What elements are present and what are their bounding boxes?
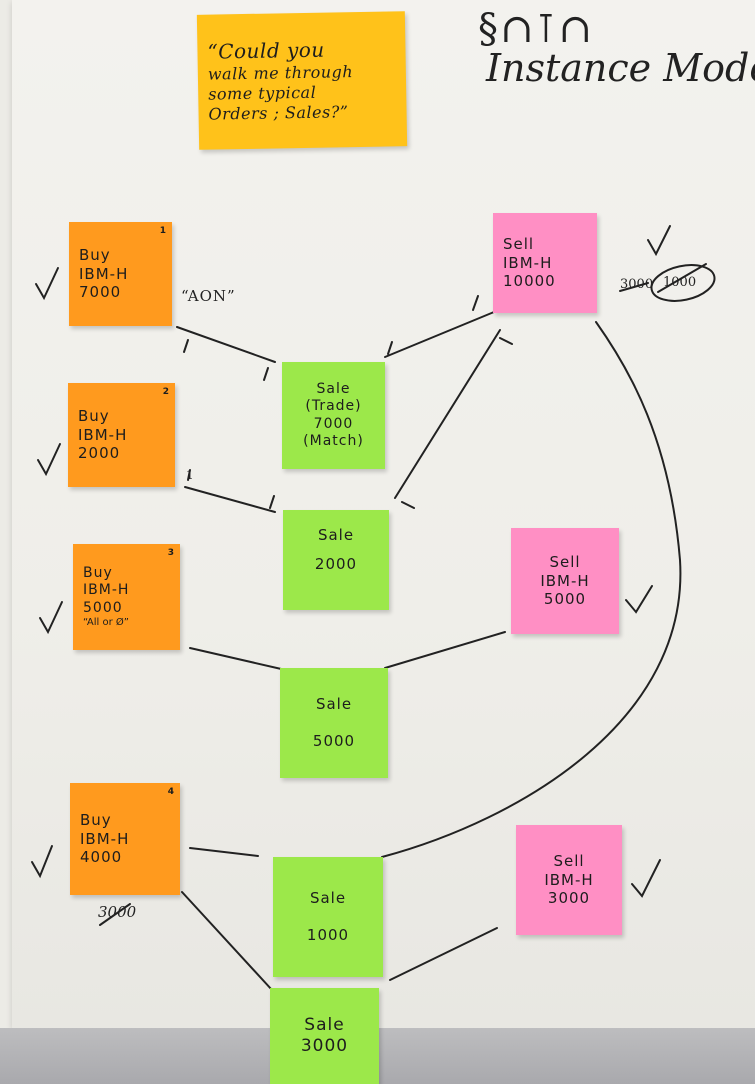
line-sell1-sale2 <box>394 329 501 499</box>
line-sell1-sale1 <box>384 311 495 358</box>
sell-note-line: Sell <box>553 851 585 870</box>
buy-note-line: Buy <box>83 564 113 581</box>
sale-note-line: 5000 <box>312 732 356 750</box>
strike-mark <box>657 263 707 293</box>
sell-note: Sell IBM-H 10000 <box>493 213 597 313</box>
line-buy4-sale4 <box>189 847 259 857</box>
question-line: Orders ; Sales?” <box>208 102 349 124</box>
tick-mark <box>263 367 269 381</box>
title-scribble: §∩⊺∩ <box>478 6 594 52</box>
check-mark <box>647 225 671 257</box>
line-sell3-sale5 <box>389 927 498 981</box>
check-mark <box>37 443 61 477</box>
buy-note: 1 Buy IBM-H 7000 <box>69 222 172 326</box>
buy-note-line: IBM-H <box>78 425 128 444</box>
sell-note-line: IBM-H <box>503 253 553 272</box>
sell-note-line: Sell <box>503 234 535 253</box>
tick-mark <box>187 469 191 481</box>
buy-note-line: 7000 <box>79 283 122 302</box>
question-line: some typical <box>208 82 317 104</box>
sale-note-line: 3000 <box>300 1036 349 1056</box>
buy-note-number: 2 <box>162 387 169 397</box>
aon-label: “AON” <box>181 287 236 305</box>
sell-note-line: IBM-H <box>540 571 590 590</box>
buy-note: 2 Buy IBM-H 2000 <box>68 383 175 487</box>
buy-note-number: 4 <box>167 787 174 797</box>
sale-note-line: 1000 <box>306 926 350 944</box>
buy-note-line: Buy <box>80 810 112 829</box>
buy-note-line: 2000 <box>78 444 121 463</box>
sale-note-line: Sale <box>317 526 355 544</box>
tick-mark <box>499 337 513 345</box>
check-mark <box>31 845 53 879</box>
remaining-quantity: 3000 <box>620 277 654 292</box>
multiplicity-label: 1 <box>186 468 194 482</box>
tick-mark <box>183 339 189 353</box>
buy-note-number: 1 <box>159 226 166 236</box>
sell-note-line: 10000 <box>503 272 556 291</box>
question-line: walk me through <box>207 62 354 84</box>
buy-note-line: Buy <box>79 245 111 264</box>
title-text: Instance Model <box>486 46 755 90</box>
sale-note-line: (Trade) <box>305 398 362 414</box>
tick-mark <box>472 295 479 311</box>
line-buy3-sale3 <box>189 647 291 672</box>
sale-note: Sale 3000 <box>270 988 379 1084</box>
buy-note-line: 5000 <box>83 599 123 616</box>
buy-note-line: IBM-H <box>80 829 130 848</box>
strike-mark <box>99 903 131 926</box>
question-note: “Could you walk me through some typical … <box>196 11 408 150</box>
sell-note: Sell IBM-H 5000 <box>511 528 619 634</box>
check-mark <box>39 601 63 635</box>
question-line: “Could you <box>207 37 325 64</box>
tick-mark <box>269 495 275 509</box>
tick-mark <box>401 501 415 509</box>
sell-note-line: 3000 <box>547 889 591 908</box>
sale-note: Sale 1000 <box>273 857 383 977</box>
buy-note: 4 Buy IBM-H 4000 <box>70 783 180 895</box>
sell-note: Sell IBM-H 3000 <box>516 825 622 935</box>
remaining-quantity: 1000 <box>663 275 697 290</box>
sale-note: Sale 5000 <box>280 668 388 778</box>
sale-note-line: Sale <box>304 1014 345 1035</box>
line-sell2-sale3 <box>384 631 506 669</box>
sale-note-line: Sale <box>316 380 351 397</box>
buy-note-line: 4000 <box>80 848 123 867</box>
sale-note-line: Sale <box>315 695 353 714</box>
sale-note: Sale (Trade) 7000 (Match) <box>282 362 385 469</box>
tick-mark <box>387 341 393 355</box>
line-sell1-sale4 <box>381 321 682 858</box>
line-buy1-sale1 <box>176 326 276 363</box>
buy-note-line: Buy <box>78 406 110 425</box>
sale-note-line: (Match) <box>303 433 364 449</box>
sell-note-line: Sell <box>549 552 581 571</box>
buy-note-line: “All or Ø” <box>83 617 129 628</box>
sale-note-line: 2000 <box>314 554 358 573</box>
sale-note-line: Sale <box>309 889 347 908</box>
strike-mark <box>619 282 649 292</box>
check-mark <box>625 585 653 614</box>
sale-note-line: 7000 <box>313 415 354 432</box>
check-mark <box>35 267 59 301</box>
buy-note-line: IBM-H <box>79 264 129 283</box>
line-buy2-sale2 <box>184 486 276 513</box>
buy-note-line: IBM-H <box>83 582 130 598</box>
check-mark <box>631 859 661 898</box>
sale-note: Sale 2000 <box>283 510 389 610</box>
sell-note-line: IBM-H <box>544 870 594 889</box>
remaining-quantity: 3000 <box>98 903 137 921</box>
sell-note-line: 5000 <box>543 590 587 609</box>
line-buy4-sale5 <box>181 891 273 991</box>
circle-mark <box>650 264 716 302</box>
buy-note-number: 3 <box>167 548 174 558</box>
buy-note: 3 Buy IBM-H 5000 “All or Ø” <box>73 544 180 650</box>
